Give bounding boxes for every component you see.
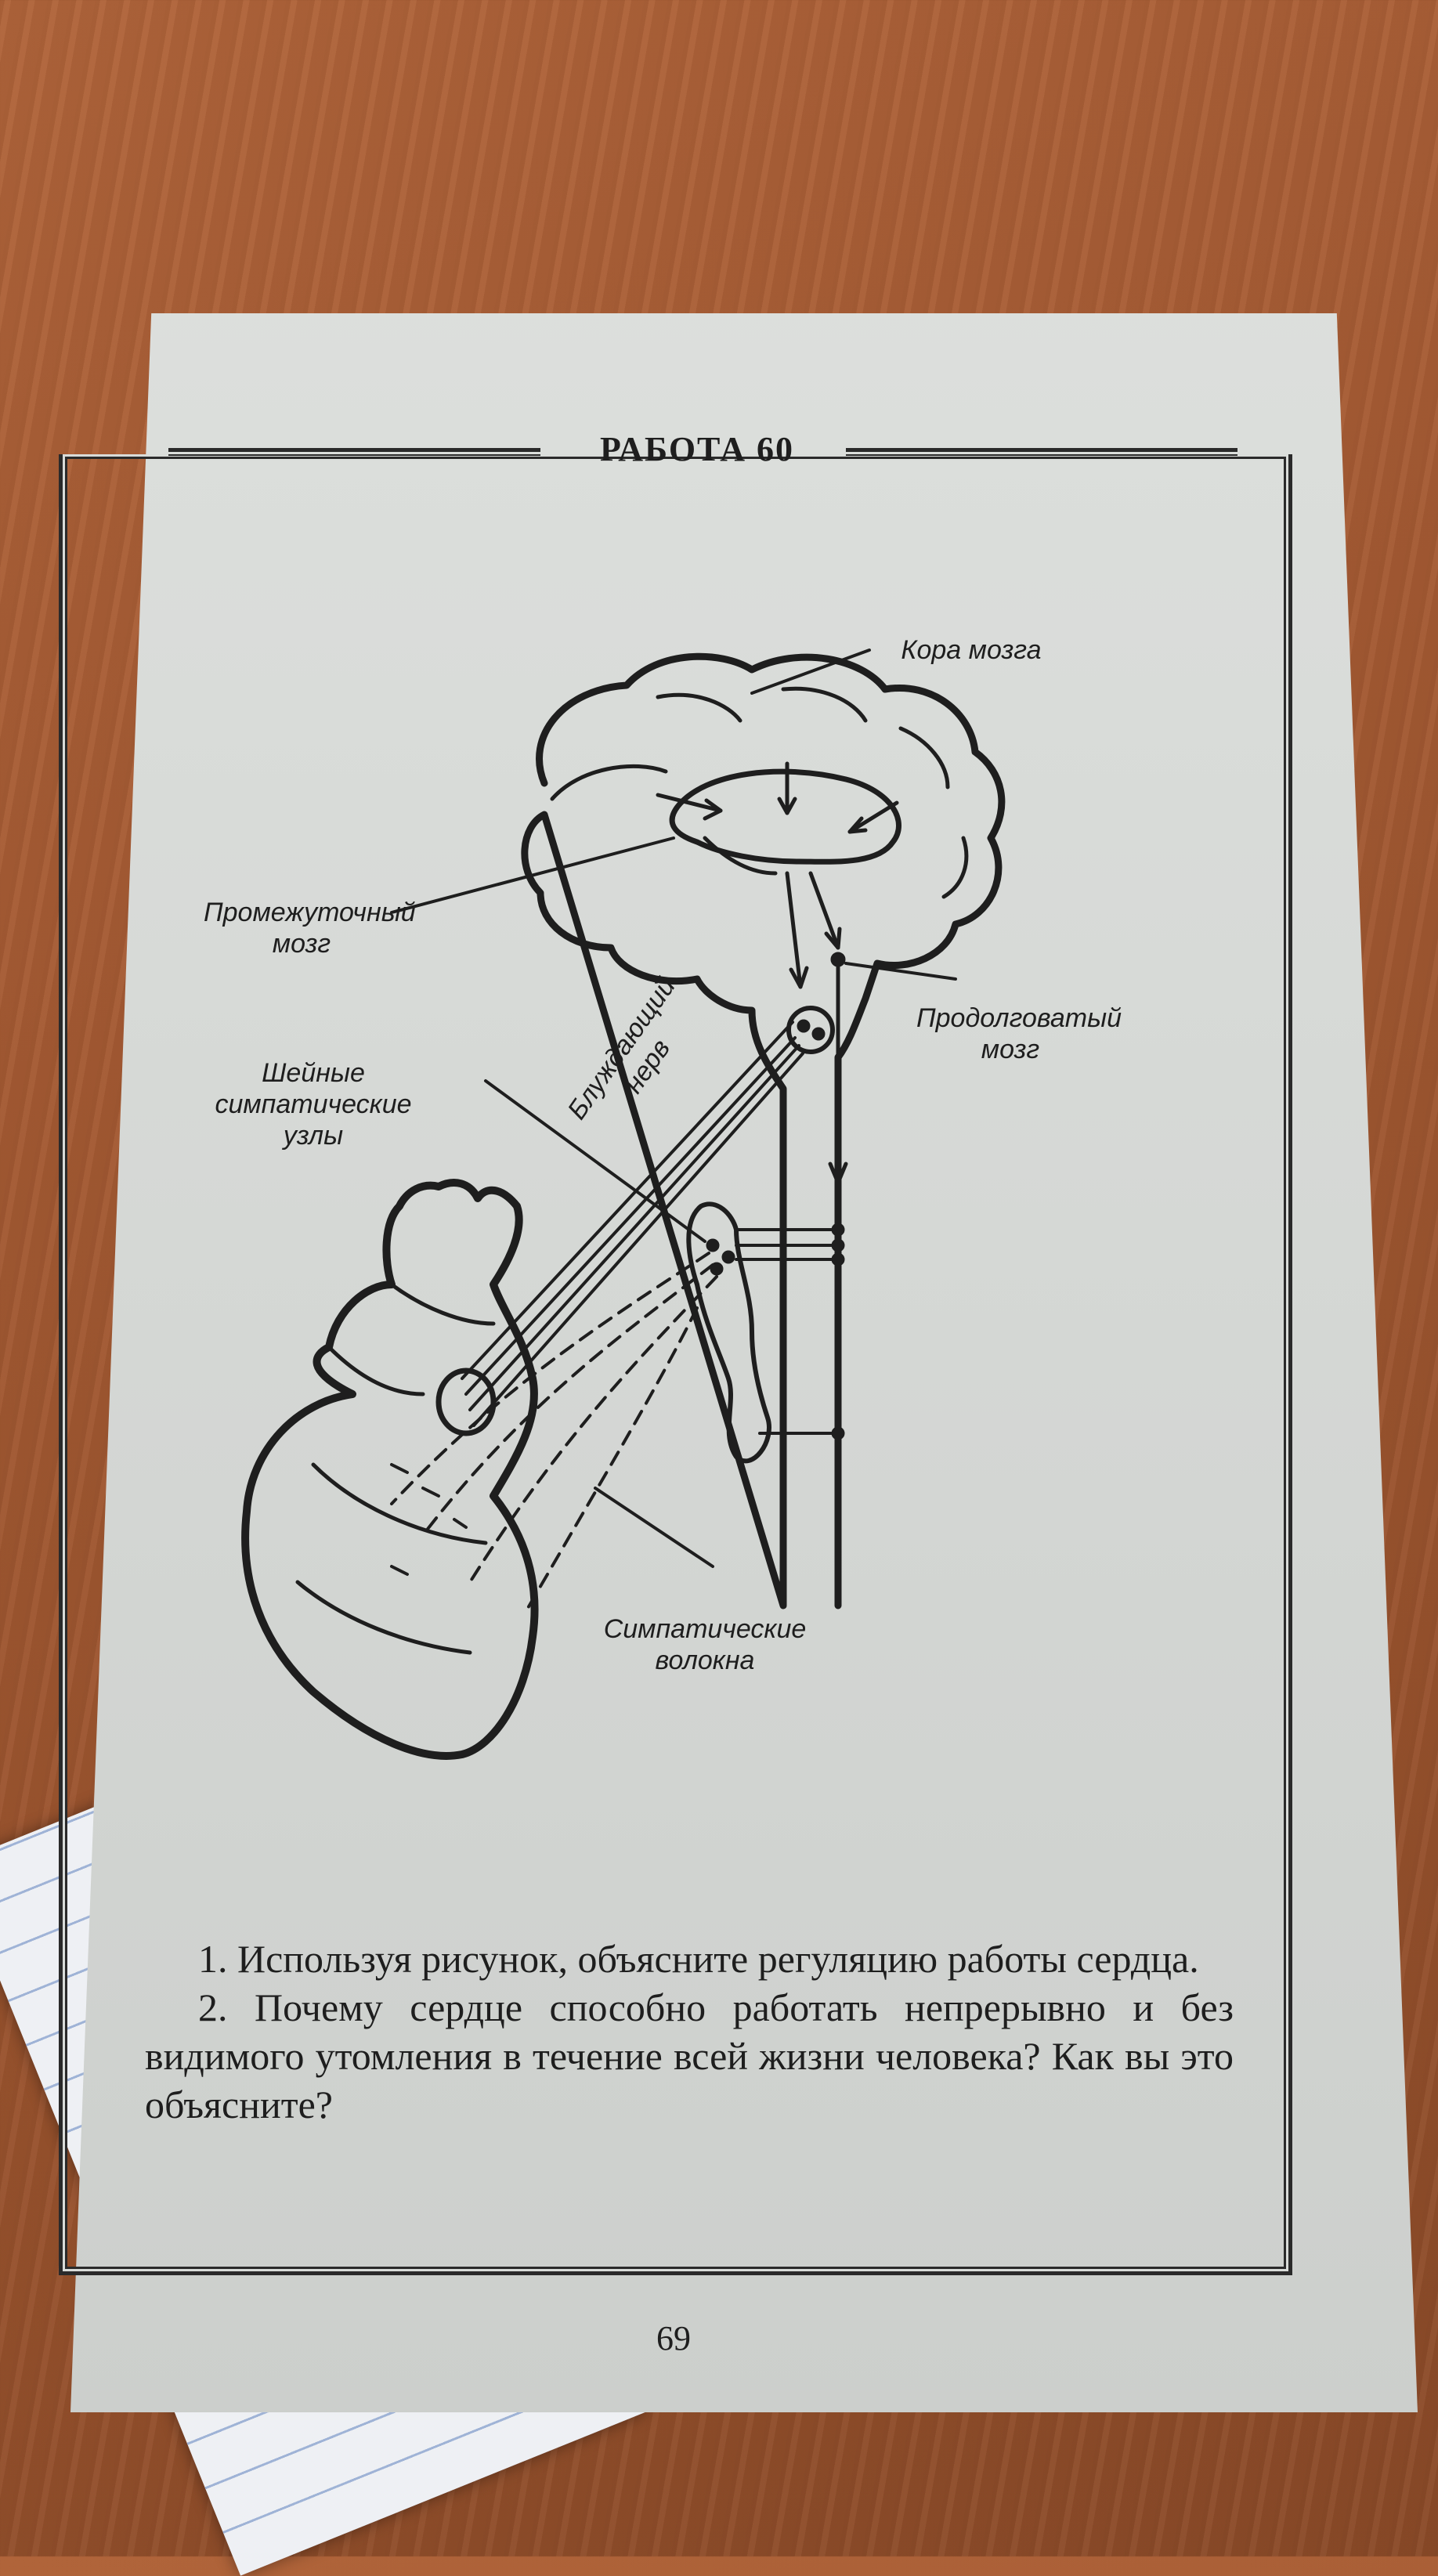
leader-cortex (750, 649, 871, 695)
vagus-nucleus (786, 1006, 835, 1054)
page-frame (59, 454, 1292, 2275)
label-sympathetic-fibers: Симпатические волокна (603, 1614, 807, 1675)
leader-medulla (844, 962, 957, 981)
heart-ganglion (435, 1367, 497, 1436)
question-1: 1. Используя рисунок, объясните регуляци… (198, 1937, 1199, 1981)
brain-inner-structure (669, 768, 901, 865)
leader-ganglia (484, 1079, 706, 1243)
descending-arrow-1 (785, 871, 803, 989)
sympathetic-fibers-dashed (390, 1252, 718, 1615)
question-2: 2. Почему сердце способно работать непре… (145, 1985, 1234, 2126)
descending-arrow-2 (808, 871, 840, 950)
diagram-illustration (241, 649, 1006, 1760)
label-cortex: Кора мозга (901, 635, 1042, 665)
page-title: РАБОТА 60 (600, 430, 794, 468)
leader-diencephalon (390, 836, 675, 914)
label-diencephalon: Промежуточный мозг (204, 898, 416, 959)
label-cervical-ganglia: Шейные симпатические узлы (215, 1058, 412, 1151)
page-number: 69 (656, 2319, 691, 2357)
header-rule-right (846, 448, 1237, 456)
label-medulla: Продолговатый мозг (916, 1003, 1122, 1064)
heart-regulation-diagram: Кора мозга Промежуточный мозг Продолгова… (157, 603, 1122, 1794)
brain-arrow-1 (656, 793, 723, 813)
questions-block: 1. Используя рисунок, объясните регуляци… (145, 1935, 1234, 2129)
leader-fibers (594, 1487, 714, 1568)
vagus-nerve-lines (461, 1021, 804, 1427)
header-rule-left (168, 448, 540, 456)
heart-outline (241, 1179, 539, 1760)
brain-arrow-3 (847, 800, 899, 834)
